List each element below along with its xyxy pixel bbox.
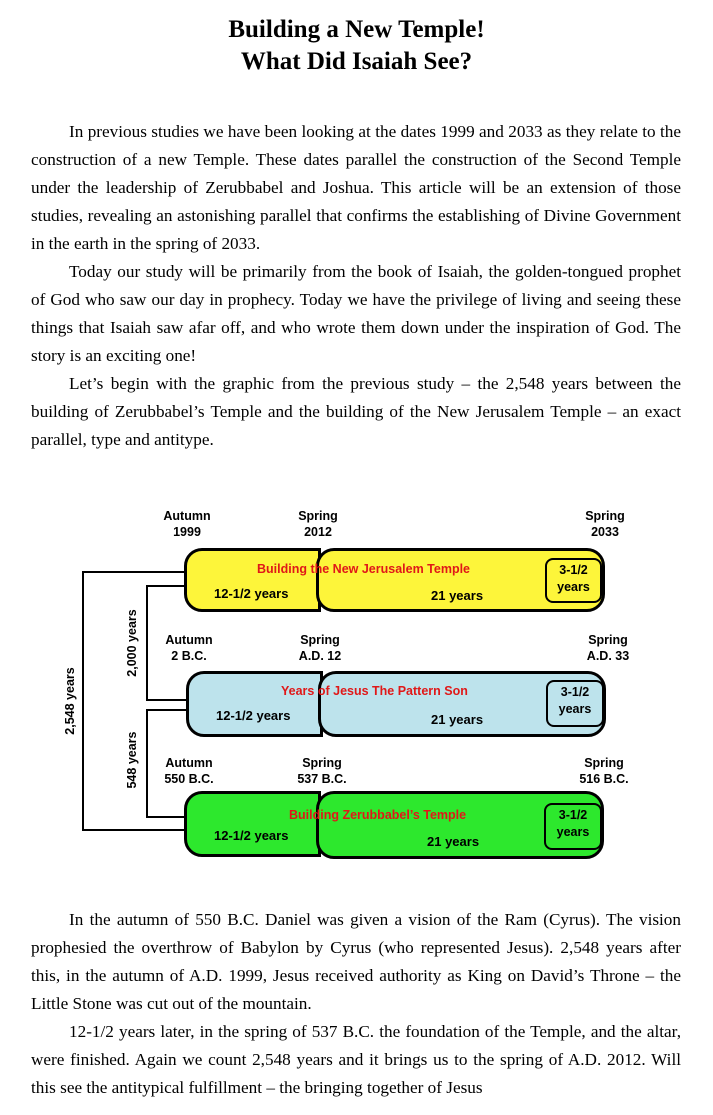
span-upper-label: 2,000 years xyxy=(125,609,139,677)
final-years-unit: years xyxy=(557,580,590,594)
row1-caption: Building the New Jerusalem Temple xyxy=(257,562,471,576)
article-title-line-2: What Did Isaiah See? xyxy=(240,48,473,75)
final-years-unit: years xyxy=(558,702,592,716)
row1-date-mid: Spring 2012 xyxy=(278,508,358,540)
span-lower-label: 548 years xyxy=(125,731,139,789)
date-year: 2033 xyxy=(591,525,619,539)
date-season: Autumn xyxy=(165,756,213,770)
row3-final-box: 3-1/2 years xyxy=(544,803,602,850)
row1-date-end: Spring 2033 xyxy=(565,508,645,540)
row3-second-bar xyxy=(316,791,604,859)
date-year: A.D. 33 xyxy=(586,649,630,663)
row3-date-end: Spring 516 B.C. xyxy=(564,755,644,787)
date-season: Spring xyxy=(302,756,342,770)
final-years-unit: years xyxy=(556,825,590,839)
row1-second-segment: 21 years xyxy=(431,588,484,603)
row3-second-segment: 21 years xyxy=(427,834,480,849)
date-year: 2 B.C. xyxy=(171,649,207,663)
date-year: 2012 xyxy=(304,525,332,539)
intro-text: In previous studies we have been looking… xyxy=(31,118,681,454)
closing-paragraph-2: 12-1/2 years later, in the spring of 537… xyxy=(31,1022,681,1097)
article-title-line-1: Building a New Temple! xyxy=(228,16,485,43)
date-season: Spring xyxy=(300,633,340,647)
bracket-2000-line xyxy=(146,585,148,700)
date-year: A.D. 12 xyxy=(298,649,342,663)
date-year: 1999 xyxy=(173,525,201,539)
span-total-label: 2,548 years xyxy=(63,667,77,735)
row2-second-bar xyxy=(318,671,606,737)
row2-date-start: Autumn 2 B.C. xyxy=(149,632,229,664)
row1-date-start: Autumn 1999 xyxy=(147,508,227,540)
row2-first-bar xyxy=(186,671,323,737)
row1-first-segment: 12-1/2 years xyxy=(214,586,289,601)
bracket-548-line xyxy=(146,709,148,817)
bracket-2548-bottom xyxy=(82,829,186,831)
date-season: Autumn xyxy=(165,633,213,647)
row3-date-start: Autumn 550 B.C. xyxy=(149,755,229,787)
final-years-number: 3-1/2 xyxy=(558,808,588,822)
bracket-2000-bottom xyxy=(146,699,186,701)
closing-text: In the autumn of 550 B.C. Daniel was giv… xyxy=(31,906,681,1102)
bracket-2000-top xyxy=(146,585,186,587)
bracket-548-bottom xyxy=(146,816,186,818)
bracket-548-top xyxy=(146,709,186,711)
row2-final-box: 3-1/2 years xyxy=(546,680,604,727)
bracket-2548-top xyxy=(82,571,186,573)
intro-paragraph-3: Let’s begin with the graphic from the pr… xyxy=(31,374,681,449)
row2-caption: Years of Jesus The Pattern Son xyxy=(281,684,468,698)
final-years-number: 3-1/2 xyxy=(560,685,590,699)
final-years-number: 3-1/2 xyxy=(559,563,588,577)
date-season: Spring xyxy=(588,633,628,647)
date-year: 516 B.C. xyxy=(579,772,629,786)
date-season: Spring xyxy=(584,756,624,770)
row3-first-bar xyxy=(184,791,321,857)
row1-first-bar xyxy=(184,548,321,612)
date-season: Autumn xyxy=(163,509,211,523)
intro-paragraph-1: In previous studies we have been looking… xyxy=(31,122,681,253)
closing-paragraph-1: In the autumn of 550 B.C. Daniel was giv… xyxy=(31,910,681,1013)
row2-second-segment: 21 years xyxy=(431,712,484,727)
row3-caption: Building Zerubbabel’s Temple xyxy=(289,808,467,822)
date-year: 550 B.C. xyxy=(164,772,214,786)
date-season: Spring xyxy=(298,509,338,523)
date-season: Spring xyxy=(585,509,625,523)
bracket-2548-line xyxy=(82,571,84,831)
date-year: 537 B.C. xyxy=(297,772,347,786)
intro-paragraph-2: Today our study will be primarily from t… xyxy=(31,262,681,365)
row2-first-segment: 12-1/2 years xyxy=(216,708,291,723)
row3-date-mid: Spring 537 B.C. xyxy=(282,755,362,787)
row3-first-segment: 12-1/2 years xyxy=(214,828,289,843)
row1-final-box: 3-1/2 years xyxy=(545,558,602,603)
